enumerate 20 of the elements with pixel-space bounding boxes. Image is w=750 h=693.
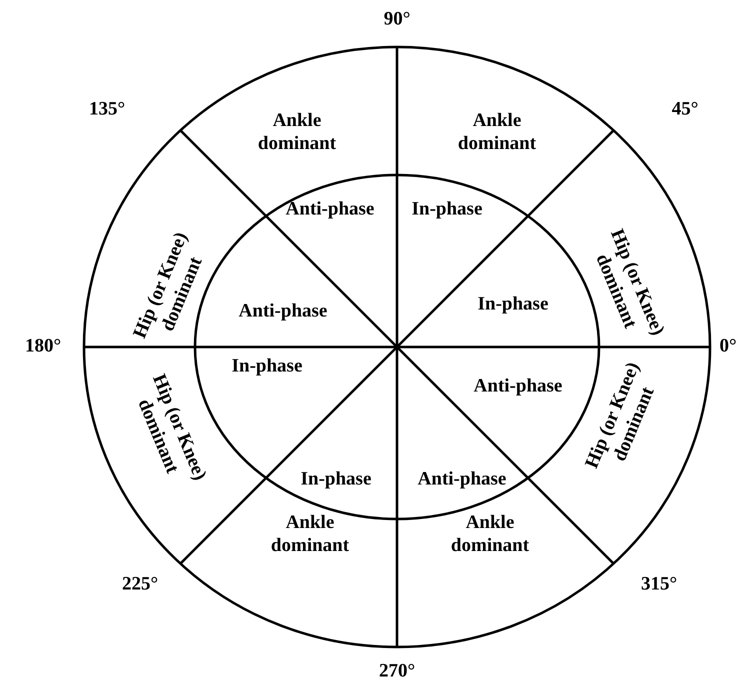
sector-label: Ankle dominant [255,512,365,558]
sector-label: Anti-phase [218,300,348,324]
angle-label: 180° [24,336,62,358]
sector-label: In-phase [458,294,568,316]
angle-label: 270° [378,660,416,684]
angle-label: 315° [640,574,678,596]
sector-label: Ankle dominant [442,110,552,156]
angle-label: 225° [122,574,158,596]
angle-label: 45° [672,98,698,122]
sector-label: Anti-phase [453,376,583,398]
sector-label: In-phase [212,356,322,378]
sector-label: Ankle dominant [435,512,545,558]
sector-label: In-phase [281,468,391,492]
sector-label: Anti-phase [265,198,395,222]
sector-label: Ankle dominant [242,110,352,156]
angle-label: 0° [719,336,737,358]
angle-label: 135° [88,98,126,122]
sector-label: In-phase [392,198,502,222]
sector-label: Anti-phase [397,468,527,492]
angle-label: 90° [384,8,410,32]
